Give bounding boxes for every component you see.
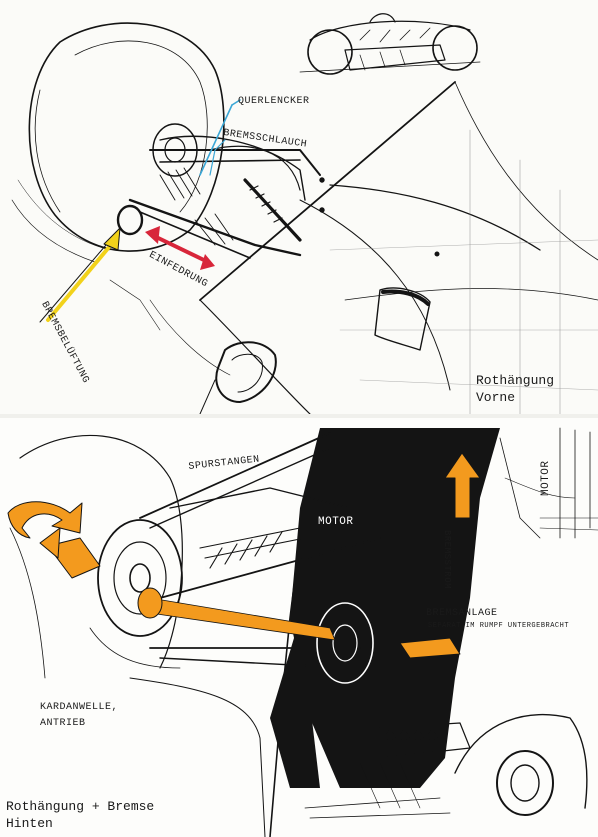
rear-suspension-sketch: Spurstangen Motor Motor Bremsstrom Brems… bbox=[0, 418, 598, 837]
label-motor-center: Motor bbox=[318, 516, 354, 528]
label-kardanwelle-line2: Antrieb bbox=[40, 718, 86, 729]
rotation-arrow bbox=[7, 501, 83, 539]
rear-annotations bbox=[7, 452, 481, 659]
rear-caption-line1: Rothängung + Bremse bbox=[6, 799, 155, 814]
sheet-divider bbox=[0, 414, 598, 418]
brake-air-arrow bbox=[47, 537, 101, 579]
rear-suspension-drawing bbox=[7, 427, 598, 837]
label-querlenker: Querlencker bbox=[238, 96, 310, 107]
top-annotations bbox=[39, 99, 241, 323]
front-caption-line1: Rothängung bbox=[476, 373, 555, 388]
cooling-up-arrow bbox=[444, 452, 481, 519]
label-kardanwelle-line1: Kardanwelle, bbox=[40, 702, 119, 713]
label-bremsstrom: Bremsstrom bbox=[442, 530, 452, 590]
front-caption: Rothängung Vorne bbox=[476, 372, 554, 406]
label-kardanwelle: Kardanwelle, Antrieb bbox=[40, 700, 118, 732]
brake-system-arrow bbox=[399, 637, 461, 659]
rear-caption: Rothängung + Bremse Hinten bbox=[6, 798, 154, 832]
label-bremsanlage: Bremsanlage bbox=[426, 608, 498, 619]
label-motor-side: Motor bbox=[540, 460, 552, 496]
rear-caption-line2: Hinten bbox=[6, 816, 53, 831]
small-car-sketch bbox=[299, 13, 481, 75]
front-suspension-sketch: Querlencker Bremsschlauch Einfedrung Bre… bbox=[0, 0, 598, 414]
shadow-mass bbox=[290, 428, 500, 788]
label-bremsanlage-note: Separat im Rumpf untergebracht bbox=[428, 622, 570, 630]
front-caption-line2: Vorne bbox=[476, 390, 516, 405]
front-suspension-drawing bbox=[11, 13, 598, 414]
